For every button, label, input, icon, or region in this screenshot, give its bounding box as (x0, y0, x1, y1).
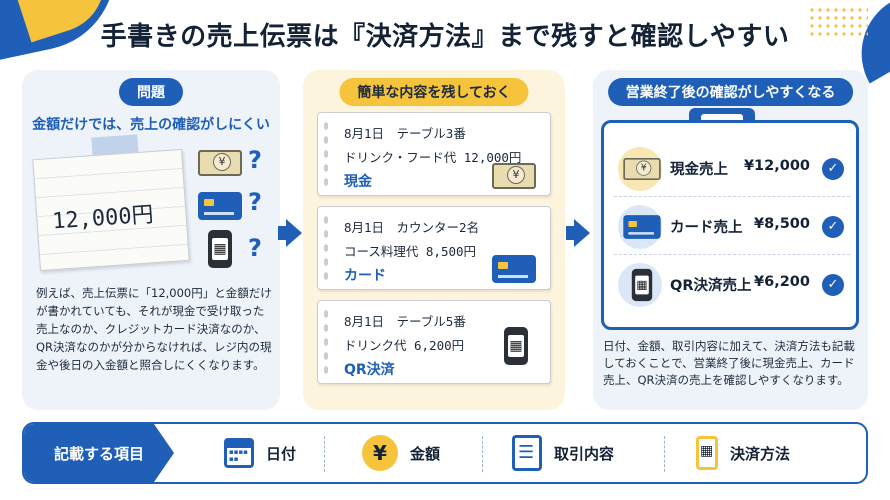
question-icon: ? (248, 188, 262, 216)
sales-slip: 8月1日 カウンター2名 コース料理代 8,500円 カード (317, 206, 551, 290)
result-heading: 営業終了後の確認がしやすくなる (607, 78, 854, 106)
check-icon: ✓ (822, 158, 844, 180)
phone-qr-icon (504, 327, 528, 365)
problem-subheading: 金額だけでは、売上の確認がしにくい (32, 117, 270, 133)
field-label: 金額 (410, 444, 441, 463)
phone-qr-icon (696, 436, 718, 470)
slip-line1: 8月1日 テーブル5番 (344, 314, 466, 329)
question-icon: ? (248, 234, 262, 262)
arrow-stem (278, 226, 286, 240)
problem-description: 例えば、売上伝票に「12,000円」と金額だけが書かれていても、それが現金で受け… (36, 286, 272, 372)
slip-payment-method: 現金 (344, 174, 372, 190)
row-amount: ¥12,000 (743, 158, 810, 174)
problem-panel: 問題 金額だけでは、売上の確認がしにくい 12,000円 ? ? ? 例えば、売… (22, 70, 280, 410)
slip-line1: 8月1日 テーブル3番 (344, 126, 466, 141)
fields-label: 記載する項目 (24, 424, 174, 482)
calendar-icon (224, 438, 254, 468)
divider (324, 436, 325, 472)
slip-line1: 8月1日 カウンター2名 (344, 220, 480, 235)
row-amount: ¥6,200 (754, 274, 810, 290)
fields-bar: 記載する項目 日付 ¥ 金額 取引内容 決済方法 (22, 422, 868, 484)
check-icon: ✓ (822, 216, 844, 238)
arrow-stem (566, 226, 574, 240)
result-panel: 営業終了後の確認がしやすくなる 現金売上 ¥12,000 ✓ カード売上 ¥8,… (593, 70, 868, 410)
check-icon: ✓ (822, 274, 844, 296)
field-label: 日付 (266, 444, 297, 463)
summary-row: 現金売上 ¥12,000 ✓ (614, 141, 850, 197)
card-icon (492, 255, 536, 283)
summary-row: QR決済売上 ¥6,200 ✓ (614, 257, 850, 313)
field-item-payment: 決済方法 (696, 432, 790, 474)
list-icon (512, 435, 542, 471)
cash-icon (198, 150, 242, 176)
slips-panel: 簡単な内容を残しておく 8月1日 テーブル3番 ドリンク・フード代 12,000… (303, 70, 565, 410)
row-label: カード売上 (670, 220, 743, 236)
cash-icon (623, 157, 661, 181)
field-label: 決済方法 (730, 444, 791, 463)
slips-heading: 簡単な内容を残しておく (339, 78, 529, 106)
slip-line2: ドリンク・フード代 12,000円 (344, 150, 522, 165)
phone-qr-icon (208, 230, 232, 268)
arrow-right-icon (574, 219, 590, 247)
page-title: 手書きの売上伝票は『決済方法』まで残すと確認しやすい (100, 22, 790, 52)
sales-slip: 8月1日 テーブル3番 ドリンク・フード代 12,000円 現金 (317, 112, 551, 196)
phone-qr-icon (631, 268, 653, 302)
arrow-right-icon (286, 219, 302, 247)
slip-payment-method: カード (344, 268, 386, 284)
divider (664, 436, 665, 472)
problem-heading: 問題 (119, 78, 183, 106)
field-item-date: 日付 (224, 432, 296, 474)
row-icon-bg (618, 147, 662, 191)
cash-icon (492, 163, 536, 189)
divider (482, 436, 483, 472)
row-amount: ¥8,500 (754, 216, 810, 232)
slip-line2: コース料理代 8,500円 (344, 244, 477, 259)
field-label: 取引内容 (554, 444, 615, 463)
yen-icon: ¥ (362, 435, 398, 471)
row-label: 現金売上 (670, 162, 728, 178)
result-description: 日付、金額、取引内容に加えて、決済方法も記載しておくことで、営業終了後に現金売上… (603, 339, 855, 387)
field-item-amount: ¥ 金額 (362, 432, 440, 474)
card-icon (623, 215, 661, 239)
row-icon-bg (618, 263, 662, 307)
decor-dots (808, 6, 868, 36)
clipboard: 現金売上 ¥12,000 ✓ カード売上 ¥8,500 ✓ QR決済売上 ¥6,… (601, 120, 859, 330)
row-label: QR決済売上 (670, 278, 752, 294)
card-icon (198, 192, 242, 220)
summary-row: カード売上 ¥8,500 ✓ (614, 199, 850, 255)
row-icon-bg (618, 205, 662, 249)
slip-line2: ドリンク代 6,200円 (344, 338, 465, 353)
field-item-transaction: 取引内容 (512, 432, 614, 474)
slip-payment-method: QR決済 (344, 362, 395, 378)
sales-slip: 8月1日 テーブル5番 ドリンク代 6,200円 QR決済 (317, 300, 551, 384)
question-icon: ? (248, 146, 262, 174)
